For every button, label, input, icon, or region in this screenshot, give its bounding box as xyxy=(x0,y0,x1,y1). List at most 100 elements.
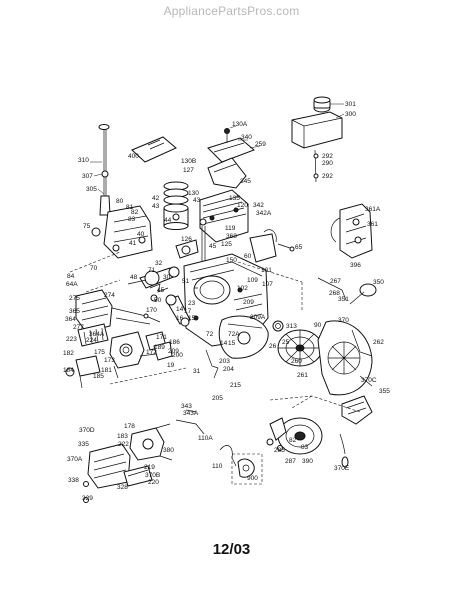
callout-173: 173 xyxy=(104,357,115,364)
callout-130A: 130A xyxy=(232,121,248,128)
blower-housing[interactable] xyxy=(317,320,373,396)
muffler-assembly[interactable] xyxy=(129,423,173,461)
callout-268: 268 xyxy=(329,290,340,297)
cylinder-head[interactable] xyxy=(199,189,249,243)
callout-42: 42 xyxy=(152,195,160,202)
callout-26: 26 xyxy=(269,343,277,350)
throttle-linkage[interactable] xyxy=(111,307,161,325)
starter-rope-handle[interactable] xyxy=(339,433,349,468)
dipstick[interactable] xyxy=(90,124,111,216)
fuel-pump[interactable] xyxy=(65,355,101,389)
air-filter-element[interactable] xyxy=(77,323,109,347)
crankshaft[interactable] xyxy=(127,266,180,289)
callout-75: 75 xyxy=(83,223,91,230)
callout-110: 110 xyxy=(212,463,223,470)
carburetor[interactable] xyxy=(109,331,157,379)
piston[interactable] xyxy=(163,203,189,230)
callout-396: 396 xyxy=(350,262,361,269)
callout-70: 70 xyxy=(90,265,98,272)
callout-222: 222 xyxy=(118,441,129,448)
callout-72A: 72A xyxy=(228,331,240,338)
callout-16: 16 xyxy=(176,315,184,322)
callout-370D: 370D xyxy=(79,427,95,434)
callout-83: 83 xyxy=(301,444,309,451)
callout-287: 287 xyxy=(285,458,296,465)
exhaust-deflector[interactable] xyxy=(123,465,153,487)
callout-109: 109 xyxy=(247,277,258,284)
watermark-text: AppliancePartsPros.com xyxy=(163,4,300,18)
callout-182: 182 xyxy=(63,350,74,357)
callout-30: 30 xyxy=(163,274,171,281)
callout-48: 48 xyxy=(130,274,138,281)
callout-15: 15 xyxy=(188,315,196,322)
callout-41: 41 xyxy=(129,240,137,247)
callout-43: 43 xyxy=(152,203,160,210)
callout-120: 120 xyxy=(237,202,248,209)
callout-307: 307 xyxy=(82,173,93,180)
callout-313: 313 xyxy=(286,323,297,330)
camshaft[interactable] xyxy=(175,239,199,259)
oil-seal[interactable] xyxy=(272,320,284,332)
callout-83: 83 xyxy=(128,216,136,223)
fuel-line[interactable] xyxy=(313,149,319,183)
recoil-starter[interactable] xyxy=(266,417,323,455)
connecting-rod[interactable] xyxy=(165,294,191,327)
crankcase-cover[interactable] xyxy=(218,315,269,359)
push-rod[interactable] xyxy=(199,218,207,262)
callout-185: 185 xyxy=(93,373,104,380)
throttle-control-lever[interactable] xyxy=(317,277,377,357)
callout-365: 365 xyxy=(69,308,80,315)
callout-31: 31 xyxy=(193,368,201,375)
piston-rings[interactable] xyxy=(163,181,189,205)
callout-119: 119 xyxy=(225,225,236,232)
callout-364A: 364A xyxy=(89,331,105,338)
callout-183: 183 xyxy=(117,433,128,440)
callout-25: 25 xyxy=(282,339,290,346)
callout-81: 81 xyxy=(126,204,134,211)
callout-261: 261 xyxy=(297,372,308,379)
callout-71: 71 xyxy=(148,267,156,274)
air-cleaner-cover[interactable] xyxy=(75,289,113,333)
callout-43: 43 xyxy=(193,197,201,204)
callout-274: 274 xyxy=(104,292,115,299)
callout-342: 342 xyxy=(253,202,264,209)
valve-cover[interactable] xyxy=(91,205,153,259)
callout-32: 32 xyxy=(155,260,163,267)
callout-150: 150 xyxy=(226,257,237,264)
gasket-kit-box[interactable] xyxy=(231,453,263,485)
callout-340: 340 xyxy=(241,134,252,141)
governor-spring[interactable] xyxy=(149,283,169,302)
callout-361: 361 xyxy=(367,221,378,228)
callout-900: 900 xyxy=(247,475,258,482)
callout-171: 171 xyxy=(156,334,167,341)
callout-259: 259 xyxy=(255,141,266,148)
breather-cover[interactable] xyxy=(207,125,261,163)
carburetor-gasket[interactable] xyxy=(145,331,173,361)
callout-328: 328 xyxy=(117,484,128,491)
callout-224: 224 xyxy=(86,337,97,344)
fuel-tank[interactable] xyxy=(291,96,345,149)
callout-72: 72 xyxy=(206,331,214,338)
muffler-guard[interactable] xyxy=(83,443,131,503)
callout-178: 178 xyxy=(124,423,135,430)
callout-262: 262 xyxy=(373,339,384,346)
callout-15: 15 xyxy=(228,340,236,347)
callout-361A: 361A xyxy=(365,206,381,213)
callout-370B: 370B xyxy=(145,472,160,479)
callout-368: 368 xyxy=(226,233,237,240)
blower-housing-cover[interactable] xyxy=(207,157,247,189)
callout-343A: 343A xyxy=(183,410,199,417)
callout-127: 127 xyxy=(183,167,194,174)
callout-135: 135 xyxy=(229,195,240,202)
ignition-coil-bracket[interactable] xyxy=(249,229,295,263)
callout-102: 102 xyxy=(237,285,248,292)
callout-275: 275 xyxy=(69,295,80,302)
block-group-outline xyxy=(69,251,361,413)
callout-220: 220 xyxy=(148,479,159,486)
starter-cover-plate[interactable] xyxy=(341,395,373,425)
flywheel[interactable] xyxy=(277,329,323,367)
control-panel[interactable] xyxy=(330,203,373,259)
callout-40: 40 xyxy=(137,231,145,238)
callout-267: 267 xyxy=(330,278,341,285)
